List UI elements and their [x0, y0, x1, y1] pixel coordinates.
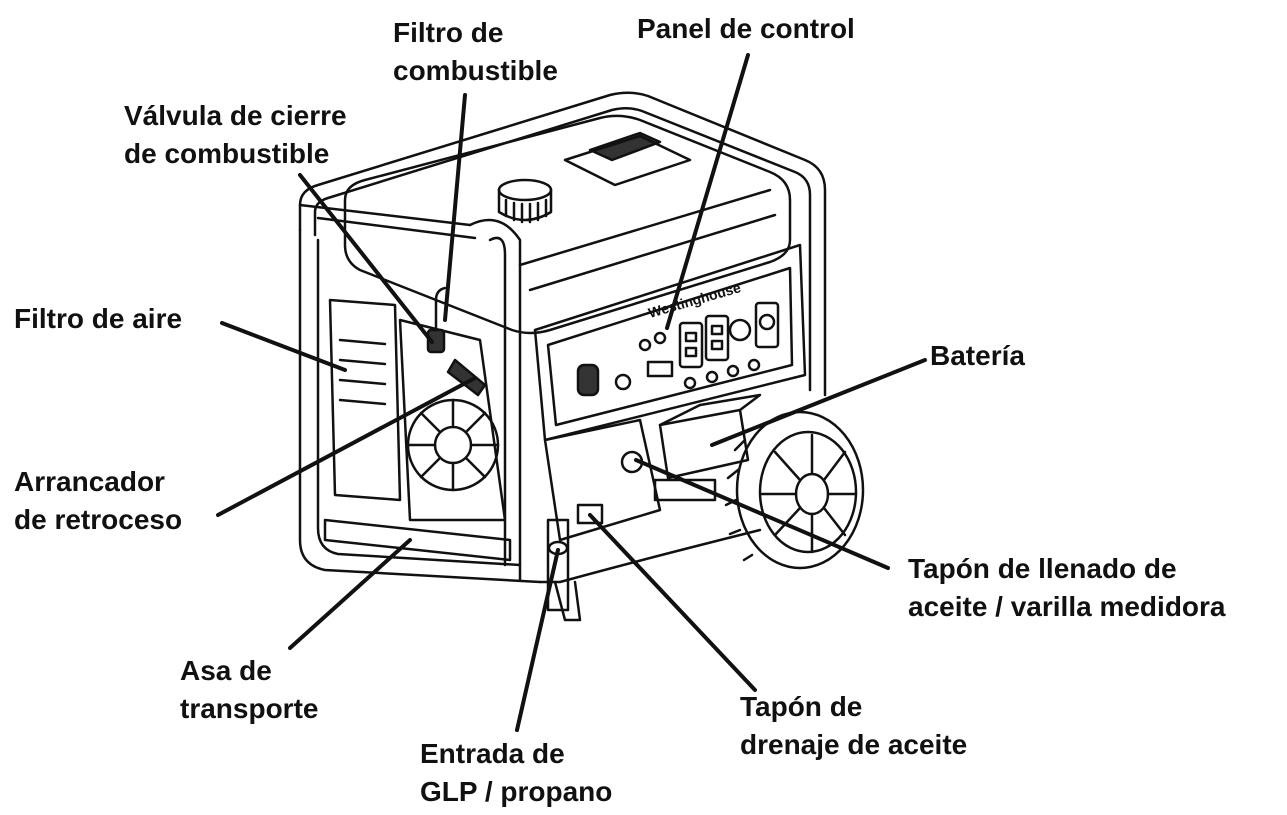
- outlet-1: [678, 321, 704, 369]
- outlet-2-slot2: [710, 339, 724, 351]
- panel-meter: [646, 360, 674, 378]
- label-fuel-shutoff-valve-line1: Válvula de cierre: [124, 100, 347, 131]
- lpg-inlet: [546, 518, 570, 612]
- leader-filtro-combustible: [443, 93, 467, 322]
- label-control-panel-line1: Panel de control: [637, 13, 855, 44]
- outlet-4: [754, 301, 780, 349]
- frame-back-top-inner: [313, 107, 812, 392]
- label-battery-line1: Batería: [930, 340, 1025, 371]
- label-oil-fill-cap-line1: Tapón de llenado de: [908, 553, 1177, 584]
- fuel-line: [434, 286, 447, 332]
- outlet-4-face: [758, 313, 776, 331]
- leader-lines: [216, 53, 927, 732]
- tank-handle: [588, 131, 662, 162]
- label-carry-handle: Asa de transporte: [180, 652, 318, 728]
- label-oil-drain-plug: Tapón de drenaje de aceite: [740, 688, 967, 764]
- panel-breaker-3: [726, 364, 740, 378]
- leader-tapon-drenaje: [588, 513, 757, 692]
- fuel-cap-top: [497, 178, 553, 202]
- label-lpg-inlet-line1: Entrada de: [420, 738, 565, 769]
- frame-front-right-inner: [488, 236, 507, 567]
- oil-drain-plug: [576, 503, 604, 525]
- tank-recess: [563, 134, 692, 187]
- panel-breaker-4: [747, 358, 761, 372]
- outlet-2: [704, 314, 730, 362]
- panel-switch-main: [576, 363, 600, 397]
- label-carry-handle-line2: transporte: [180, 693, 319, 724]
- label-lpg-inlet-line2: GLP / propano: [420, 776, 613, 807]
- panel-indicator-1: [653, 331, 667, 345]
- fuel-tank-ridge2: [528, 213, 777, 292]
- wheel-outer: [735, 410, 865, 570]
- outlet-3: [728, 318, 752, 342]
- outlet-2-slot: [710, 324, 724, 336]
- label-fuel-filter-line1: Filtro de: [393, 17, 504, 48]
- carry-handle: [323, 518, 512, 562]
- leader-arrancador: [216, 376, 477, 517]
- battery: [658, 408, 750, 480]
- label-oil-fill-cap-line2: aceite / varilla medidora: [908, 591, 1226, 622]
- label-air-filter: Filtro de aire: [14, 300, 182, 338]
- frame-front-inner: [316, 238, 522, 567]
- generator-illustration: [298, 91, 865, 622]
- outlet-1-slot2: [684, 346, 698, 358]
- label-carry-handle-line1: Asa de: [180, 655, 272, 686]
- panel-knob: [614, 373, 632, 391]
- label-fuel-filter: Filtro de combustible: [393, 14, 558, 90]
- leader-entrada-glp: [515, 548, 560, 732]
- support-leg: [553, 580, 582, 622]
- wheel-spokes: [760, 433, 858, 554]
- label-fuel-shutoff-valve: Válvula de cierre de combustible: [124, 97, 347, 173]
- label-oil-fill-cap: Tapón de llenado de aceite / varilla med…: [908, 550, 1226, 626]
- label-air-filter-line1: Filtro de aire: [14, 303, 183, 334]
- control-panel-inner: [546, 266, 794, 427]
- leader-bateria: [710, 358, 927, 447]
- wheel-mid: [758, 430, 858, 554]
- label-lpg-inlet: Entrada de GLP / propano: [420, 735, 612, 811]
- label-recoil-starter-line1: Arrancador: [14, 466, 165, 497]
- label-battery: Batería: [930, 337, 1025, 375]
- fuel-tank-ridge: [518, 188, 772, 267]
- label-fuel-shutoff-valve-line2: de combustible: [124, 138, 330, 169]
- frame-front-right: [468, 218, 522, 582]
- fuel-cap-ribs: [504, 198, 548, 224]
- engine-shroud: [398, 318, 507, 522]
- panel-indicator-2: [638, 338, 652, 352]
- battery-top: [658, 393, 762, 427]
- label-recoil-starter-line2: de retroceso: [14, 504, 183, 535]
- label-oil-drain-plug-line2: drenaje de aceite: [740, 729, 968, 760]
- label-fuel-filter-line2: combustible: [393, 55, 558, 86]
- fuel-tank: [343, 114, 792, 335]
- leader-filtro-aire: [220, 321, 347, 372]
- frame-bottom: [538, 528, 762, 584]
- label-oil-drain-plug-line1: Tapón de: [740, 691, 863, 722]
- fuel-cap-side: [497, 188, 553, 222]
- engine-block: [543, 418, 662, 542]
- leader-panel-control: [665, 53, 750, 330]
- leader-valvula: [298, 173, 434, 344]
- leader-asa: [288, 538, 412, 650]
- air-filter-slats: [338, 338, 387, 406]
- label-recoil-starter: Arrancador de retroceso: [14, 463, 182, 539]
- label-control-panel: Panel de control: [637, 10, 855, 48]
- outlet-1-slot: [684, 331, 698, 343]
- panel-breaker-1: [683, 376, 697, 390]
- panel-breaker-2: [705, 370, 719, 384]
- frame-front: [298, 228, 542, 584]
- control-panel: [533, 243, 807, 442]
- leader-tapon-llenado: [634, 458, 890, 570]
- air-filter-box: [328, 298, 402, 502]
- frame-back-top: [298, 91, 827, 397]
- recoil-starter-fins: [406, 398, 500, 492]
